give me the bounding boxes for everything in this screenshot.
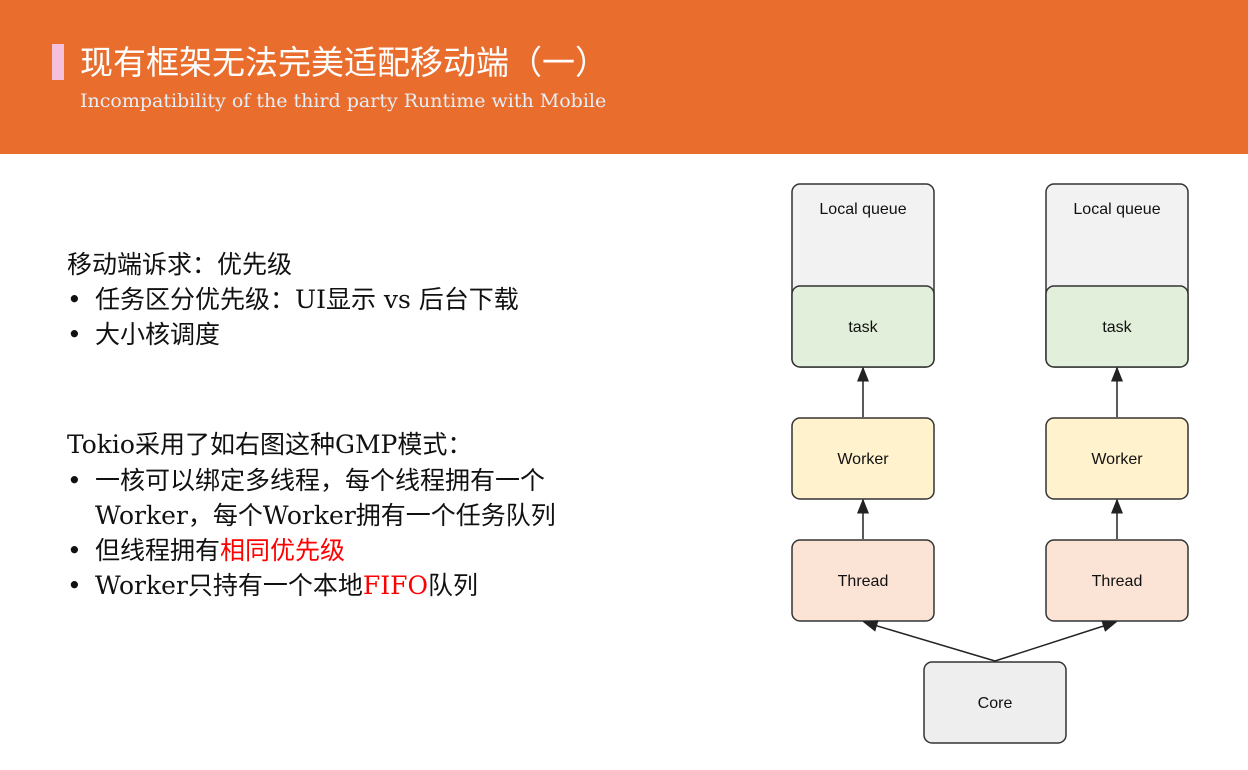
highlight-text: 相同优先级	[220, 536, 346, 565]
title-accent-bar	[52, 44, 64, 80]
slide-subtitle: Incompatibility of the third party Runti…	[80, 90, 607, 112]
bullet-prefix: 但线程拥有	[95, 536, 221, 565]
bullet-text: Worker，每个Worker拥有一个任务队列	[95, 501, 556, 530]
bullet-text: 一核可以绑定多线程，每个线程拥有一个	[95, 466, 546, 495]
local-queue-label: Local queue	[819, 201, 906, 218]
bullet-icon: •	[67, 536, 82, 565]
slide-header: 现有框架无法完美适配移动端（一） Incompatibility of the …	[0, 0, 1248, 154]
core-label: Core	[978, 695, 1013, 712]
bullet-suffix: 队列	[427, 571, 478, 600]
bullet-text: Worker只持有一个本地FIFO队列	[95, 571, 478, 601]
bullet-text: 任务区分优先级：UI显示 vs 后台下载	[95, 285, 519, 314]
bullet-icon: •	[67, 466, 82, 495]
bullet-prefix: Worker只持有一个本地	[95, 571, 363, 600]
section1-heading: 移动端诉求：优先级	[67, 250, 293, 279]
core-box	[923, 661, 1067, 744]
local-queue-label: Local queue	[1073, 201, 1160, 218]
highlight-text: FIFO	[362, 571, 428, 600]
column-right: Local queue task Worker Thread	[1045, 183, 1189, 622]
thread-label: Thread	[1092, 573, 1143, 590]
bullet-text: 大小核调度	[95, 320, 221, 349]
section2-heading: Tokio采用了如右图这种GMP模式：	[67, 430, 473, 459]
bullet-icon: •	[67, 571, 82, 600]
worker-label: Worker	[1091, 451, 1143, 468]
arrow	[994, 620, 1118, 662]
column-left: Local queue task Worker Thread	[791, 183, 935, 622]
bullet-icon: •	[67, 285, 82, 314]
arrow	[862, 620, 996, 662]
task-label: task	[1102, 319, 1132, 336]
thread-label: Thread	[838, 573, 889, 590]
bullet-icon: •	[67, 320, 82, 349]
bullet-text: 但线程拥有相同优先级	[95, 536, 345, 566]
task-label: task	[848, 319, 878, 336]
worker-label: Worker	[837, 451, 889, 468]
slide-title: 现有框架无法完美适配移动端（一）	[80, 43, 608, 82]
